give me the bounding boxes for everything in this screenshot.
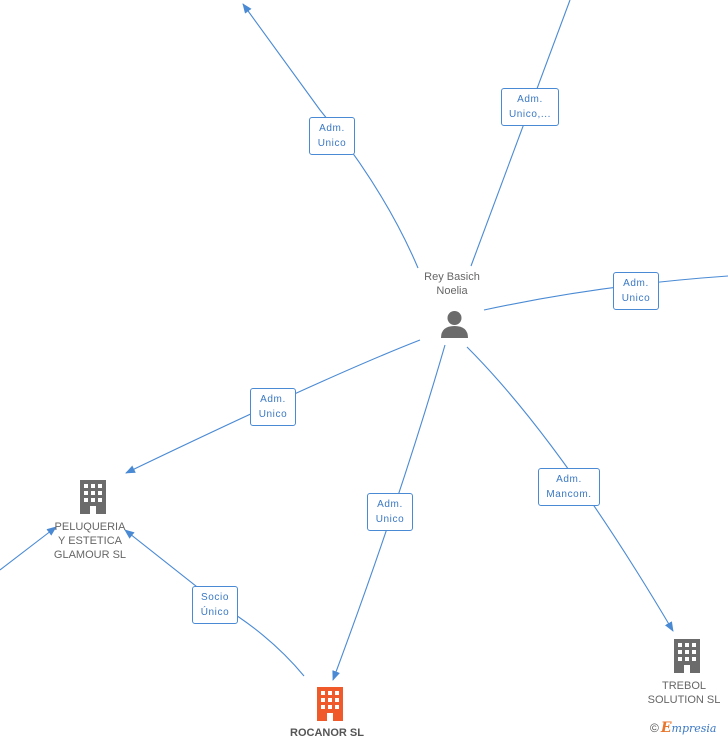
edge-label-to-rocanor[interactable]: Adm. Unico: [367, 493, 413, 531]
edge-left-incoming: [0, 526, 57, 571]
company-peluqueria-line2: Y ESTETICA: [58, 535, 122, 547]
edge-label-line1: Socio: [200, 592, 229, 603]
edge-label-line2: Mancom.: [546, 489, 592, 500]
edge-to-peluqueria: [125, 339, 421, 474]
edge-label-to-trebol[interactable]: Adm. Mancom.: [538, 468, 600, 506]
edge-right: [483, 275, 728, 311]
edge-label-line1: Adm.: [319, 123, 345, 134]
company-peluqueria-line1: PELUQUERIA: [54, 521, 126, 533]
person-name-label[interactable]: Rey Basich Noelia: [404, 270, 500, 298]
edge-label-line1: Adm.: [260, 394, 286, 405]
edge-label-top-left[interactable]: Adm. Unico: [309, 117, 355, 155]
edge-label-line2: Único: [200, 607, 230, 618]
person-icon[interactable]: [440, 309, 469, 338]
edge-label-line2: Unico: [375, 514, 405, 525]
person-name-line1: Rey Basich: [424, 271, 480, 283]
copyright-symbol: ©: [650, 721, 659, 735]
company-trebol-label[interactable]: TREBOL SOLUTION SL: [640, 679, 728, 707]
edge-label-line2: Unico: [621, 293, 651, 304]
edge-label-line1: Adm.: [377, 499, 403, 510]
edge-label-line1: Adm.: [556, 474, 582, 485]
edge-label-rocanor-peluqueria[interactable]: Socio Único: [192, 586, 238, 624]
brand-initial: E: [660, 720, 672, 736]
edge-label-line1: Adm.: [517, 94, 543, 105]
edge-label-line2: Unico: [317, 138, 347, 149]
edge-top-right: [470, 0, 571, 267]
building-icon[interactable]: [78, 480, 108, 514]
edge-label-line2: Unico,...: [508, 109, 552, 120]
company-trebol-line1: TREBOL: [661, 680, 706, 692]
company-peluqueria-line3: GLAMOUR SL: [53, 549, 127, 561]
company-rocanor-line1: ROCANOR SL: [290, 727, 364, 739]
edge-label-line1: Adm.: [623, 278, 649, 289]
company-peluqueria-label[interactable]: PELUQUERIA Y ESTETICA GLAMOUR SL: [40, 520, 140, 562]
brand-rest: mpresia: [671, 722, 717, 735]
edge-label-top-right[interactable]: Adm. Unico,...: [501, 88, 559, 126]
company-rocanor-label[interactable]: ROCANOR SL: [270, 726, 384, 740]
building-icon[interactable]: [315, 687, 345, 721]
company-trebol-line2: SOLUTION SL: [647, 694, 721, 706]
copyright-watermark: ©Empresia: [650, 720, 716, 736]
edge-label-right[interactable]: Adm. Unico: [613, 272, 659, 310]
empresia-logo: Empresia: [660, 720, 717, 736]
edge-label-line2: Unico: [258, 409, 288, 420]
person-name-line2: Noelia: [436, 285, 468, 297]
edge-label-to-peluqueria[interactable]: Adm. Unico: [250, 388, 296, 426]
edge-to-trebol: [466, 346, 674, 632]
building-icon[interactable]: [672, 639, 702, 673]
